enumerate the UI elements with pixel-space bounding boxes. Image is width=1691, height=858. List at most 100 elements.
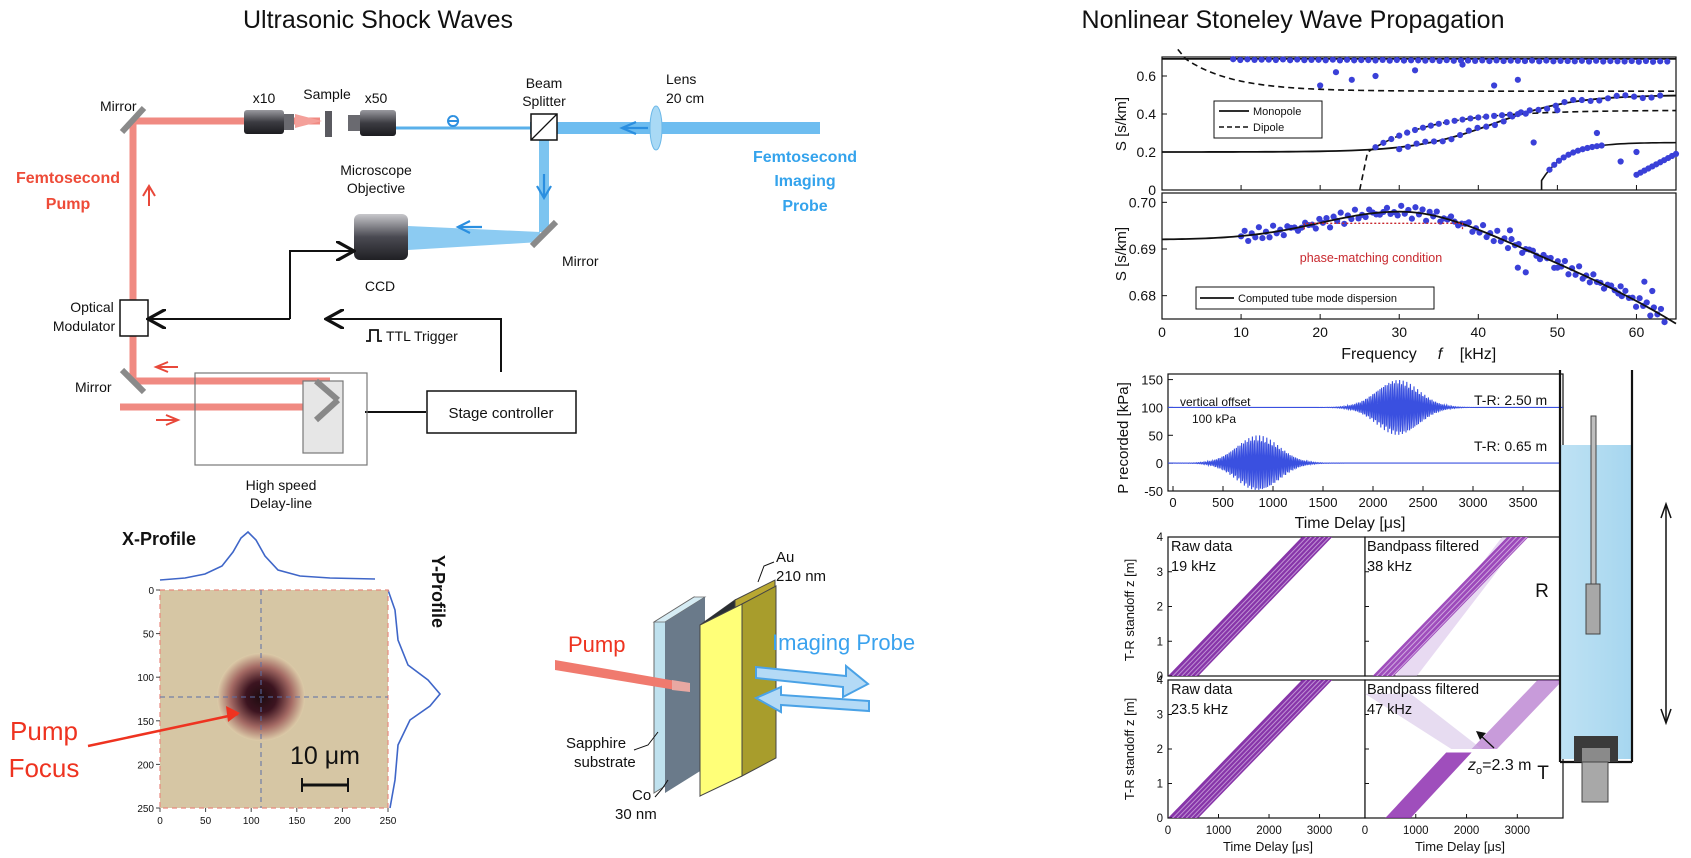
profile-x-tick-label: 200 (334, 816, 351, 827)
heatmap-xtick-label: 0 (1165, 825, 1171, 837)
chart4-ylabel-top: T-R standoff z [m] (1122, 559, 1137, 661)
heatmap-raw-235-stripe (1194, 680, 1330, 818)
chart2-point (1330, 213, 1337, 220)
chart1-point (1491, 121, 1499, 129)
chart1-point (1464, 57, 1472, 64)
chart1-point (1543, 57, 1550, 64)
chart4-ylabel-bottom: T-R standoff z [m] (1122, 698, 1137, 800)
receiver-label: R (1535, 581, 1549, 602)
chart2-xtick-label: 0 (1158, 324, 1166, 340)
chart1-point (1593, 57, 1600, 64)
chart1-point (1555, 157, 1563, 164)
chart2-point (1661, 318, 1668, 326)
chart2-point (1280, 232, 1287, 239)
chart2-point (1408, 215, 1415, 222)
chart1-ytick-label: 0.6 (1137, 68, 1157, 84)
chart1-point (1491, 82, 1498, 89)
chart2-point (1341, 220, 1348, 227)
au-label-2: 210 nm (776, 568, 826, 585)
chart2-point (1522, 269, 1529, 276)
retro-mirror-2 (313, 397, 341, 423)
chart2-point (1490, 237, 1497, 245)
chart1-point (1649, 58, 1657, 65)
chart2-point (1245, 237, 1252, 245)
microscope-label-1: Microscope (340, 162, 412, 178)
heatmap-xtick-label: 3000 (1307, 825, 1333, 837)
chart2-point (1561, 257, 1568, 265)
chart2-point (1255, 224, 1262, 231)
chart2-point (1590, 271, 1597, 278)
trigger-line (326, 318, 502, 372)
chart3-wave-near (1168, 435, 1563, 490)
chart1-point (1386, 57, 1393, 64)
sapphire-label-2: substrate (574, 754, 636, 771)
left-title: Ultrasonic Shock Waves (243, 6, 513, 34)
chart2-point (1636, 295, 1643, 302)
chart2-point (1643, 299, 1650, 306)
chart2-xlabel: Frequency (1341, 346, 1417, 363)
mirror-right-icon (529, 219, 559, 249)
chart2-xlabel-f: f (1438, 346, 1444, 363)
chart1-point (1396, 132, 1403, 139)
heatmap-ytick-label: 1 (1157, 636, 1163, 648)
chart1-point (1613, 92, 1620, 100)
chart2-point (1351, 206, 1359, 213)
chart1-point (1372, 57, 1379, 64)
x50-label: x50 (365, 90, 388, 106)
pump-sample-label: Pump (568, 632, 625, 657)
chart2-ytick-label: 0.68 (1129, 288, 1156, 304)
chart1-point (1443, 57, 1450, 64)
chart2-phase-bracket (1303, 222, 1464, 230)
chart3-ytick-label: -50 (1144, 484, 1163, 499)
scale-bar-label: 10 μm (290, 742, 360, 770)
profile-x-tick-label: 250 (380, 816, 397, 827)
probe-label-2: Imaging (774, 173, 835, 190)
chart1-point (1472, 57, 1479, 64)
heatmap-filtered-38-stripe (1381, 537, 1518, 676)
chart1-point (1400, 57, 1408, 64)
chart1-point (1479, 57, 1486, 64)
heatmap-raw-19-stripe (1176, 537, 1312, 676)
chart3-xtick-label: 1500 (1309, 495, 1338, 510)
chart1-point (1419, 124, 1427, 131)
heatmap-raw-19-stripe (1190, 537, 1326, 676)
chart2-point (1494, 227, 1501, 234)
sample-slab-icon (325, 111, 332, 137)
chart1-point (1459, 61, 1466, 68)
transmitter-base (1581, 761, 1609, 803)
chart1-point (1584, 144, 1591, 152)
chart4-xlabel-left: Time Delay [μs] (1223, 839, 1313, 854)
chart1-point (1265, 56, 1272, 63)
chart2-point (1554, 264, 1561, 271)
chart1-point (1535, 106, 1542, 113)
chart1-point (1500, 118, 1507, 125)
chart2-point (1504, 244, 1512, 252)
heatmap-ytick-label: 3 (1157, 710, 1163, 722)
chart1-point (1244, 56, 1251, 63)
heatmap-filtered-38-stripe (1386, 537, 1523, 676)
probe-in-arrow-icon (753, 685, 870, 714)
chart1-point (1483, 123, 1490, 130)
chart1-point (1322, 57, 1329, 64)
delay-line-box (194, 372, 368, 466)
probe-eye-icon (447, 115, 460, 127)
chart1-point (1630, 93, 1638, 100)
chart1-point (1491, 112, 1498, 119)
distance-arrowhead-top (1660, 501, 1672, 519)
chart1-point (1587, 97, 1594, 105)
chart2-point (1565, 271, 1572, 278)
chart2-point (1572, 271, 1579, 278)
chart1-point (1429, 57, 1436, 64)
chart3-ytick-label: 100 (1141, 400, 1163, 415)
delay-label-1: High speed (246, 477, 317, 493)
chart1-point (1642, 57, 1650, 65)
chart1-point (1251, 56, 1258, 63)
chart1-point (1450, 57, 1457, 64)
chart1-point (1561, 98, 1568, 106)
chart2-point (1323, 214, 1330, 222)
probe-label-1: Femtosecond (753, 149, 857, 166)
chart3-wave-far (1168, 379, 1563, 435)
au-label-1: Au (776, 549, 794, 566)
